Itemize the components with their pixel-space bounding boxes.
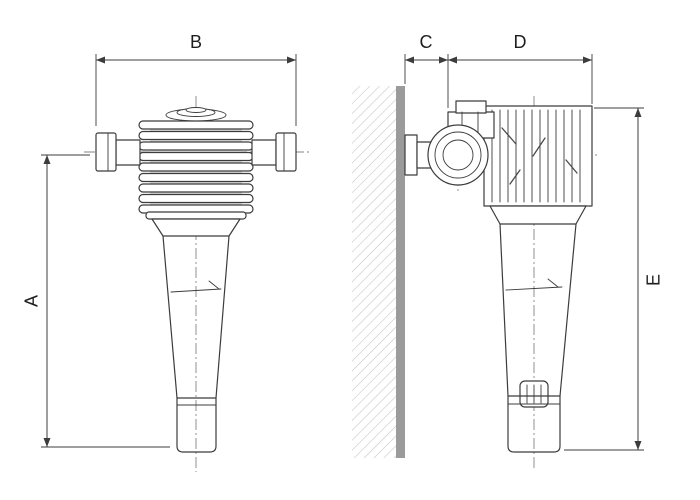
dim-c-label: C	[420, 32, 433, 52]
front-body	[151, 218, 241, 399]
wall-face	[396, 86, 405, 458]
dimension-b: B	[95, 32, 297, 126]
pipe-flange-circle	[427, 124, 489, 186]
side-connector-left	[95, 132, 141, 172]
front-view: B A	[21, 32, 310, 472]
fin-stack-side	[483, 105, 593, 207]
side-connector-right	[251, 132, 297, 172]
fin-stack-front	[138, 120, 254, 220]
dim-d-label: D	[514, 32, 527, 52]
dimension-e: E	[564, 107, 663, 451]
dimension-a: A	[21, 154, 170, 448]
dimension-d: D	[448, 32, 593, 104]
dimension-c: C	[404, 32, 449, 108]
side-outlet	[507, 395, 561, 453]
front-cap	[165, 107, 227, 122]
dim-e-label: E	[643, 274, 663, 286]
side-device	[404, 100, 593, 453]
side-view: C D E	[352, 32, 663, 470]
dim-b-label: B	[190, 32, 202, 52]
label-window	[519, 380, 549, 408]
wall-hatch	[352, 86, 396, 458]
dim-a-label: A	[21, 295, 41, 307]
front-outlet	[176, 397, 217, 453]
front-device	[95, 107, 297, 453]
side-body	[489, 205, 587, 397]
